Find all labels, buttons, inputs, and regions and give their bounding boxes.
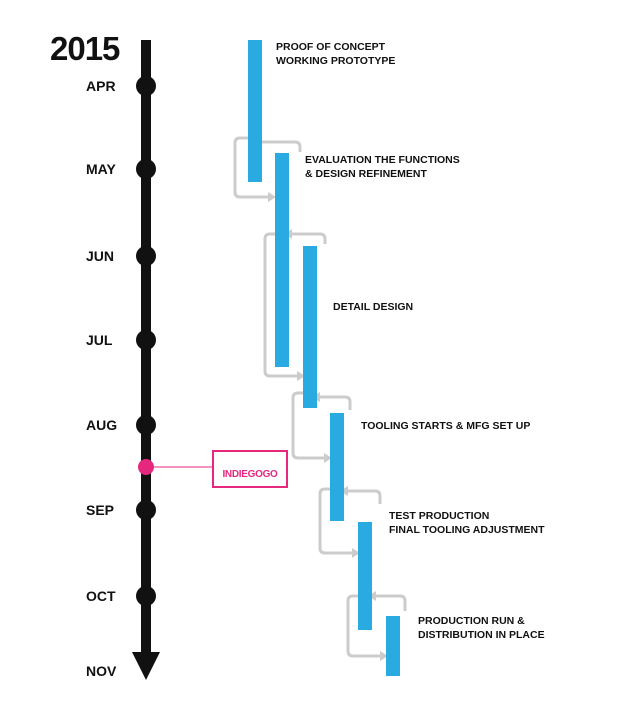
year-heading: 2015 [50, 30, 120, 67]
connector-1-2 [233, 136, 268, 199]
task-label-5: TEST PRODUCTION FINAL TOOLING ADJUSTMENT [389, 509, 545, 537]
task-label-6-line1: PRODUCTION RUN & [418, 615, 525, 627]
task-label-2: EVALUATION THE FUNCTIONS & DESIGN REFINE… [305, 153, 460, 181]
month-label-oct: OCT [86, 588, 116, 604]
month-label-aug: AUG [86, 417, 118, 433]
connector-3-4-back [320, 395, 352, 410]
month-dot-jul [136, 330, 156, 350]
arrowhead [297, 371, 305, 381]
month-label-sep: SEP [86, 502, 115, 518]
indiegogo-logo: INDIEGOGO [212, 450, 288, 488]
month-label-apr: APR [86, 78, 116, 94]
arrowhead [352, 548, 360, 558]
task-bar-4 [330, 413, 344, 521]
task-bar-2 [275, 153, 289, 367]
task-label-2-line2: & DESIGN REFINEMENT [305, 168, 427, 180]
indiegogo-logo-text: INDIEGOGO [222, 469, 278, 480]
connector-1-2-back [261, 140, 302, 152]
timeline-arrow [132, 652, 160, 680]
arrowhead [268, 192, 276, 202]
task-label-5-line2: FINAL TOOLING ADJUSTMENT [389, 524, 545, 536]
task-label-6: PRODUCTION RUN & DISTRIBUTION IN PLACE [418, 614, 545, 642]
task-bar-1 [248, 40, 262, 182]
connector-5-6-back [376, 594, 407, 611]
task-label-4-line1: TOOLING STARTS & MFG SET UP [361, 420, 531, 432]
task-label-4: TOOLING STARTS & MFG SET UP [361, 419, 530, 433]
task-label-3-line1: DETAIL DESIGN [333, 301, 414, 313]
month-dot-apr [136, 76, 156, 96]
month-dot-may [136, 159, 156, 179]
connector-5-6 [346, 594, 380, 658]
arrowhead [324, 453, 332, 463]
connector-4-5-back [348, 489, 382, 504]
connector-2-3-back [292, 232, 327, 244]
task-bar-3 [303, 246, 317, 408]
task-label-5-line1: TEST PRODUCTION [389, 510, 490, 522]
arrowhead [380, 651, 388, 661]
month-dot-sep [136, 500, 156, 520]
month-label-jul: JUL [86, 332, 113, 348]
month-label-nov: NOV [86, 663, 117, 679]
connector-3-4 [291, 391, 324, 460]
month-label-jun: JUN [86, 248, 115, 264]
month-dot-aug [136, 415, 156, 435]
task-label-2-line1: EVALUATION THE FUNCTIONS [305, 154, 460, 166]
task-bar-5 [358, 522, 372, 630]
task-label-6-line2: DISTRIBUTION IN PLACE [418, 629, 545, 641]
month-label-may: MAY [86, 161, 116, 177]
milestone-dot [138, 459, 154, 475]
task-label-3: DETAIL DESIGN [333, 300, 413, 314]
task-bar-6 [386, 616, 400, 676]
task-label-1-line1: PROOF OF CONCEPT [276, 41, 386, 53]
month-dot-oct [136, 586, 156, 606]
month-dot-jun [136, 246, 156, 266]
connector-2-3 [263, 232, 297, 378]
connector-4-5 [318, 487, 352, 555]
task-label-1-line2: WORKING PROTOTYPE [276, 55, 396, 67]
task-label-1: PROOF OF CONCEPT WORKING PROTOTYPE [276, 40, 395, 68]
